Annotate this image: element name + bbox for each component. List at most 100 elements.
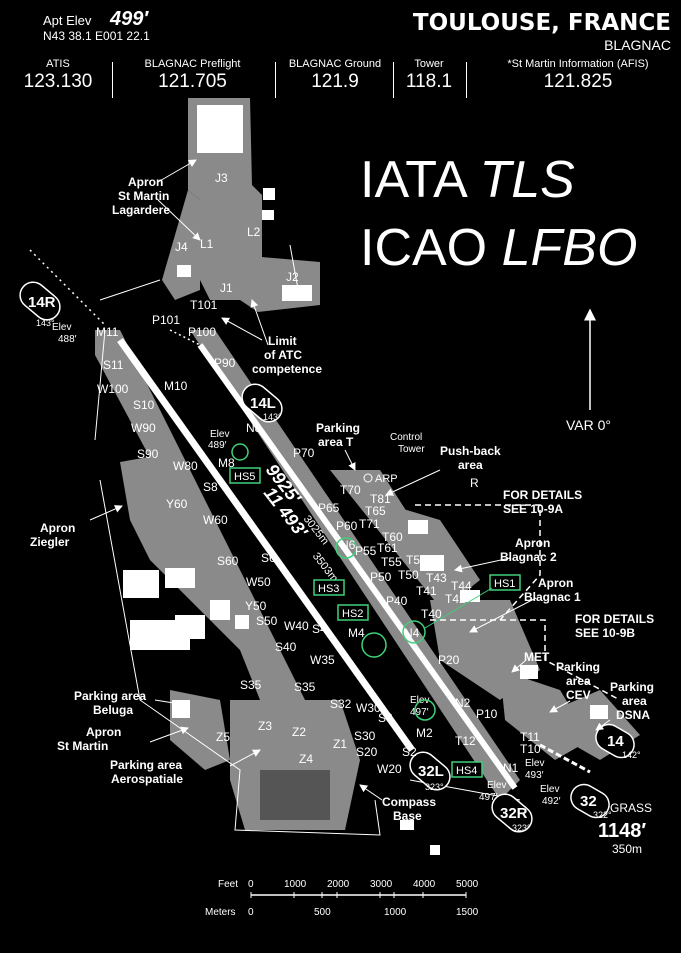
- area-label: Apron: [128, 175, 163, 189]
- city-title: TOULOUSE, FRANCE: [412, 10, 671, 36]
- freq-value: 121.705: [158, 71, 227, 92]
- leader-arrows: [89, 159, 611, 801]
- area-label: St Martin: [118, 189, 169, 203]
- taxiway-label: T71: [359, 517, 380, 531]
- taxiway-label: J1: [220, 281, 233, 295]
- scale-tick: 500: [314, 907, 331, 918]
- freq-value: 121.9: [311, 71, 359, 92]
- area-label: DSNA: [616, 708, 650, 722]
- taxiway-label: T40: [421, 607, 442, 621]
- iata-code: IATA TLS: [360, 150, 575, 210]
- control-tower-label: Control: [390, 432, 422, 443]
- scale-bar: Feet Meters 0 1000 2000 3000 4000 5000 0…: [205, 879, 479, 918]
- hotspot-label: HS3: [318, 583, 339, 595]
- grass-length-ft: 1148′: [598, 820, 646, 842]
- area-label: Beluga: [93, 703, 133, 717]
- area-label: MET: [524, 650, 550, 664]
- taxiway-label: T61: [377, 541, 398, 555]
- area-label: area: [566, 674, 591, 688]
- taxiway-label: Y60: [166, 497, 188, 511]
- runway-hdg: 142°: [622, 750, 641, 760]
- runway-id: 32: [580, 793, 597, 810]
- elev-value: 493′: [525, 770, 544, 781]
- runway-id: 32R: [500, 805, 528, 822]
- scale-tick: 1500: [456, 907, 479, 918]
- taxiway-label: M10: [164, 379, 188, 393]
- area-label: Parking: [316, 421, 360, 435]
- taxiway-label: T70: [340, 483, 361, 497]
- scale-tick: 2000: [327, 879, 350, 890]
- freq-divider: [393, 62, 394, 98]
- taxiway-label: Y50: [245, 599, 267, 613]
- runway-id: 14: [607, 733, 624, 750]
- apt-elev-value: 499′: [110, 8, 149, 30]
- scale-tick: 3000: [370, 879, 393, 890]
- area-label: Parking: [556, 660, 600, 674]
- taxiway-label: S3: [378, 711, 393, 725]
- icao-prefix: ICAO: [360, 219, 488, 277]
- area-label: CEV: [566, 688, 591, 702]
- taxiway-label: T41: [416, 584, 437, 598]
- taxiway-label: W30: [356, 701, 381, 715]
- area-label: Parking area: [74, 689, 146, 703]
- runway-id: 14R: [28, 294, 56, 311]
- scale-meters-label: Meters: [205, 907, 236, 918]
- taxiway-label: S10: [133, 398, 155, 412]
- scale-tick: 1000: [384, 907, 407, 918]
- taxiway-label: T10: [520, 742, 541, 756]
- taxiway-label: M4: [348, 626, 365, 640]
- taxiway-label: S40: [275, 640, 297, 654]
- taxiway-label: N6: [340, 538, 356, 552]
- taxiway-label: Z1: [333, 737, 347, 751]
- apt-elev-label: Apt Elev: [43, 13, 92, 28]
- area-label: Ziegler: [30, 535, 70, 549]
- area-label: Base: [393, 809, 422, 823]
- runway-badge-32l: 32L 323°: [409, 751, 451, 792]
- hotspot: HS3: [313, 537, 357, 596]
- taxiway-label: M8: [218, 456, 235, 470]
- taxiway-label: W100: [97, 382, 129, 396]
- taxiway-label: P20: [438, 653, 460, 667]
- freq-preflight: BLAGNAC Preflight 121.705: [130, 58, 255, 93]
- taxiway-label: S35: [240, 678, 262, 692]
- runway-hdg: 322°: [593, 810, 612, 820]
- freq-value: 121.825: [543, 71, 613, 92]
- elev-value: 497′: [410, 707, 429, 718]
- taxiway-label: W40: [284, 619, 309, 633]
- area-label: Push-back: [440, 444, 501, 458]
- taxiway-label: W50: [246, 575, 271, 589]
- taxiway-label: S30: [354, 729, 376, 743]
- freq-label: BLAGNAC Preflight: [144, 58, 241, 70]
- taxiway-label: S32: [330, 697, 352, 711]
- taxiway-label: P70: [293, 446, 315, 460]
- taxiway-label: T55: [381, 555, 402, 569]
- elev-value: 492′: [542, 796, 561, 807]
- taxiway-label: S4: [312, 622, 327, 636]
- area-label: Parking: [610, 680, 654, 694]
- taxiway-label: S50: [256, 614, 278, 628]
- area-label: Aerospatiale: [111, 772, 183, 786]
- iata-prefix: IATA: [360, 151, 465, 209]
- taxiway-label: P40: [386, 594, 408, 608]
- taxiway-label: P55: [355, 544, 377, 558]
- taxiway-label: S8: [203, 480, 218, 494]
- taxiway-label: W35: [310, 653, 335, 667]
- taxiway-label: S35: [294, 680, 316, 694]
- area-label: area: [622, 694, 647, 708]
- taxiway-label: P50: [370, 570, 392, 584]
- arp-icon: [363, 473, 373, 483]
- area-label: Apron: [86, 725, 121, 739]
- runway-id: 32L: [418, 763, 444, 780]
- icao-value: LFBO: [501, 219, 638, 277]
- approach-lights-14l: [169, 329, 201, 346]
- taxiway-label: S6: [261, 551, 276, 565]
- freq-label: Tower: [414, 58, 444, 70]
- area-label: of ATC: [264, 348, 302, 362]
- hotspot: HS4: [414, 699, 483, 778]
- runway-badge-14: 14 142°: [595, 723, 641, 760]
- taxiway-label: N2: [455, 696, 471, 710]
- taxiway-label: W60: [203, 513, 228, 527]
- runway-hdg: 323°: [512, 823, 531, 833]
- taxiway-label: T12: [455, 734, 476, 748]
- taxiway-label: M2: [416, 726, 433, 740]
